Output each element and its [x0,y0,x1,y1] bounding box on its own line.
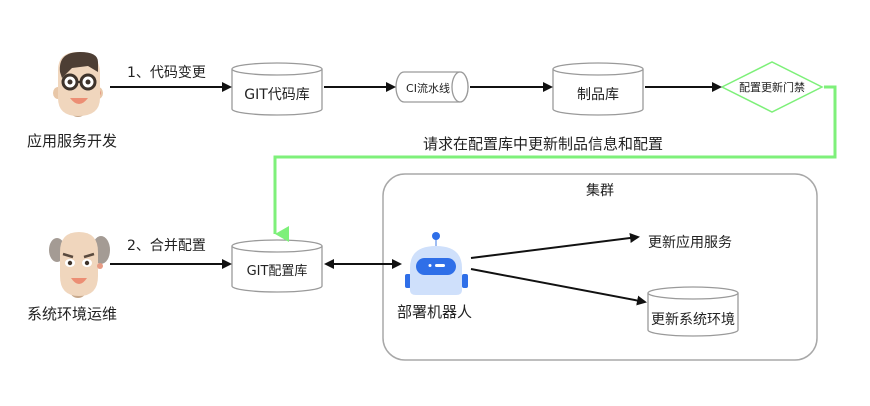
artifact-repo-shape [552,62,644,116]
ci-pipeline-shape [395,71,469,103]
robot-icon [405,232,468,295]
update-app-label: 更新应用服务 [648,235,732,251]
cluster-label: 集群 [586,183,614,199]
update-env-shape [647,286,739,337]
config-gate-shape [720,61,824,113]
ops-label: 系统环境运维 [27,305,118,323]
developer-label: 应用服务开发 [27,132,118,150]
edge-label-merge-config: 2、合并配置 [127,238,206,254]
developer-avatar [53,52,103,117]
arrow-bot-to-app [470,233,640,259]
config-gate-label: 配置更新门禁 [739,81,805,94]
git-code-repo-shape [231,62,323,116]
git-config-repo-label: GIT配置库 [246,264,308,279]
git-config-repo-shape [231,239,323,293]
bot-label: 部署机器人 [397,303,473,321]
ci-pipeline-label: CI流水线 [406,82,450,95]
edge-label-code-change: 1、代码变更 [127,65,206,81]
update-env-label: 更新系统环境 [651,312,735,328]
ops-avatar [49,232,110,298]
git-code-repo-label: GIT代码库 [244,87,310,103]
arrow-bot-to-env [470,268,647,306]
artifact-repo-label: 制品库 [577,87,619,103]
edge-label-gate-request: 请求在配置库中更新制品信息和配置 [423,135,664,153]
arrow-gate-to-config-repo [273,85,837,242]
